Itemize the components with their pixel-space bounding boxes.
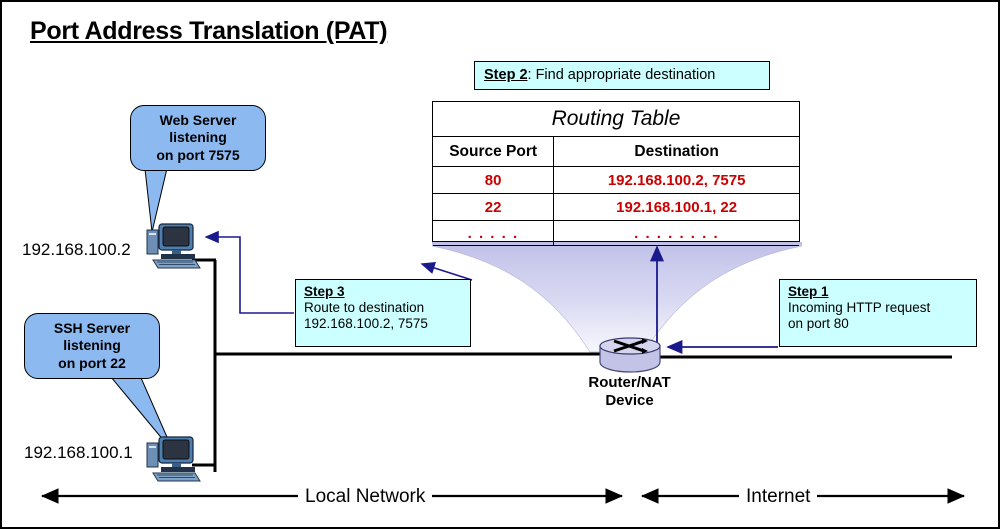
table-row: . . . . . . . . . . . . . [433, 220, 799, 246]
step-2-text: : Find appropriate destination [527, 66, 716, 83]
desktop-computer-icon [146, 436, 201, 482]
routing-table: Routing Table Source Port Destination 80… [432, 101, 800, 246]
router-cylinder-icon [599, 337, 661, 373]
step-1-line: Incoming HTTP request [788, 299, 931, 315]
desktop-computer-icon [146, 223, 201, 269]
table-row: 22 192.168.100.1, 22 [433, 193, 799, 221]
cell-destination: 192.168.100.2, 7575 [553, 166, 799, 194]
column-header-destination: Destination [553, 136, 799, 167]
web-server-bubble: Web Server listening on port 7575 [130, 105, 266, 171]
step-3-callout: Step 3 Route to destination 192.168.100.… [295, 279, 471, 347]
step-3-line: Route to destination [304, 299, 425, 315]
table-row: 80 192.168.100.2, 7575 [433, 166, 799, 194]
routing-table-title: Routing Table [433, 102, 799, 137]
page-title: Port Address Translation (PAT) [30, 17, 388, 45]
bubble-line: on port 7575 [156, 146, 240, 163]
step-3-line: 192.168.100.2, 7575 [304, 315, 428, 331]
router-label-line1: Router/NAT [588, 374, 671, 391]
router-label: Router/NAT Device [567, 374, 692, 409]
step-2-heading: Step 2 [484, 66, 528, 83]
cell-destination-ellipsis: . . . . . . . . [553, 220, 799, 246]
cell-destination: 192.168.100.1, 22 [553, 193, 799, 221]
zone-label-local-network: Local Network [298, 486, 433, 508]
network-zone-arrows [40, 488, 966, 504]
bubble-line: SSH Server [53, 320, 131, 337]
host-ip-label-top: 192.168.100.2 [22, 240, 131, 259]
zone-label-internet: Internet [739, 486, 818, 508]
router-label-line2: Device [605, 391, 654, 409]
bubble-line: Web Server [159, 112, 237, 129]
bubble-line: listening [169, 129, 227, 146]
cell-source-port: 80 [433, 166, 555, 194]
bubble-line: listening [63, 337, 121, 354]
step-1-heading: Step 1 [788, 284, 829, 299]
ssh-server-bubble: SSH Server listening on port 22 [24, 313, 160, 379]
host-ip-label-bottom: 192.168.100.1 [24, 443, 133, 462]
table-title-row: Routing Table [433, 102, 799, 137]
cell-source-port-ellipsis: . . . . . [433, 220, 555, 246]
step-3-heading: Step 3 [304, 284, 345, 299]
bubble-line: on port 22 [58, 354, 126, 371]
step-1-line: on port 80 [788, 315, 849, 331]
step-2-callout: Step 2: Find appropriate destination [474, 61, 770, 90]
step-1-callout: Step 1 Incoming HTTP request on port 80 [779, 279, 977, 347]
cell-source-port: 22 [433, 193, 555, 221]
